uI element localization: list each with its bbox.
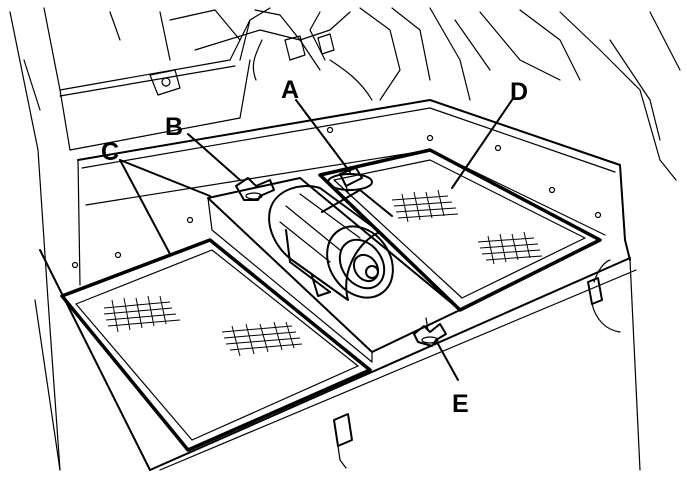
- leader-c-2: [119, 159, 171, 255]
- callout-label-c: C: [101, 138, 119, 166]
- callout-label-d: D: [510, 78, 528, 106]
- wing-nut-e: [413, 317, 447, 347]
- leader-a: [295, 99, 351, 173]
- tray-enclosure: [34, 99, 641, 471]
- blower-motor: [268, 185, 394, 301]
- filter-panel-left: [60, 238, 372, 452]
- callout-label-e: E: [452, 390, 469, 418]
- filter-panel-right: [318, 148, 602, 312]
- leader-b: [187, 133, 241, 181]
- leader-e: [437, 343, 459, 381]
- callout-label-b: B: [165, 113, 183, 141]
- filter-mesh-right-a: [391, 189, 459, 223]
- wing-nut-b: [235, 177, 275, 201]
- filter-mesh-left-b: [221, 321, 303, 357]
- filter-mesh-right-b: [477, 231, 543, 265]
- leader-lines: [119, 99, 513, 381]
- callout-label-a: A: [281, 76, 299, 104]
- filter-mesh-left-a: [103, 295, 181, 333]
- leader-c-1: [119, 159, 211, 197]
- center-cover-plate: [207, 177, 461, 363]
- clamp-a: [327, 167, 373, 193]
- leader-d: [451, 99, 513, 189]
- background-structure: [9, 7, 681, 471]
